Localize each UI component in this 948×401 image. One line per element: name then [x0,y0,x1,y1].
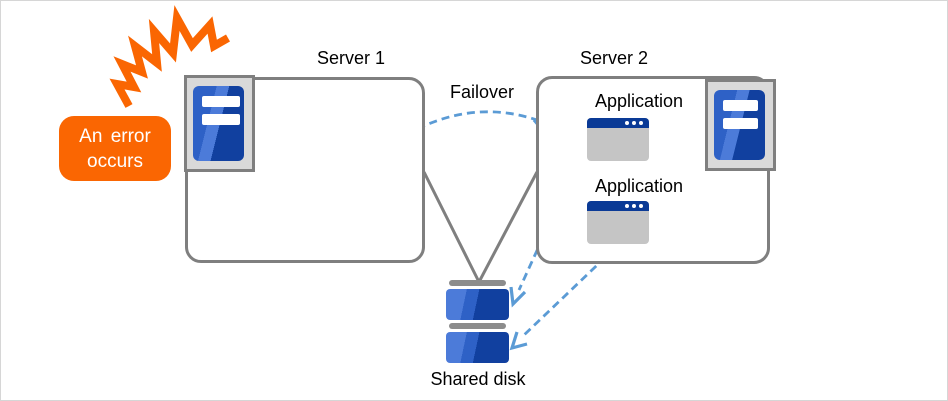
error-callout: An error occurs [59,116,171,181]
app1-arrowhead-icon [509,286,527,308]
server2-to-disk-line [477,171,539,283]
disk-cap [449,323,506,329]
titlebar-dot [639,121,643,125]
app-window-titlebar [587,201,649,211]
disk-cap [449,280,506,286]
application2-label: Application [594,176,684,196]
disk-platter [446,332,509,363]
server-tower-icon [705,79,776,171]
failover-arc [405,110,538,137]
titlebar-dot [639,204,643,208]
server-drive-slot [202,96,240,107]
titlebar-dot [632,204,636,208]
titlebar-dot [632,121,636,125]
server-drive-slot [202,114,240,125]
titlebar-dot [625,121,629,125]
server2-label: Server 2 [579,48,649,68]
server-tower-body [714,90,765,160]
server1-label: Server 1 [316,48,386,68]
app-window-icon [587,118,649,161]
server-drive-slot [723,118,758,129]
shared-disk-icon [446,280,509,363]
server-tower-body [193,86,244,161]
disk-platter [446,289,509,320]
app2-arrowhead-icon [509,331,528,351]
server-tower-icon [184,75,255,172]
app-window-icon [587,201,649,244]
app-window-titlebar [587,118,649,128]
server1-to-disk-line [422,171,481,283]
failover-label: Failover [449,82,515,102]
shared-disk-label: Shared disk [430,369,526,389]
titlebar-dot [625,204,629,208]
server-drive-slot [723,100,758,111]
application1-label: Application [594,91,684,111]
